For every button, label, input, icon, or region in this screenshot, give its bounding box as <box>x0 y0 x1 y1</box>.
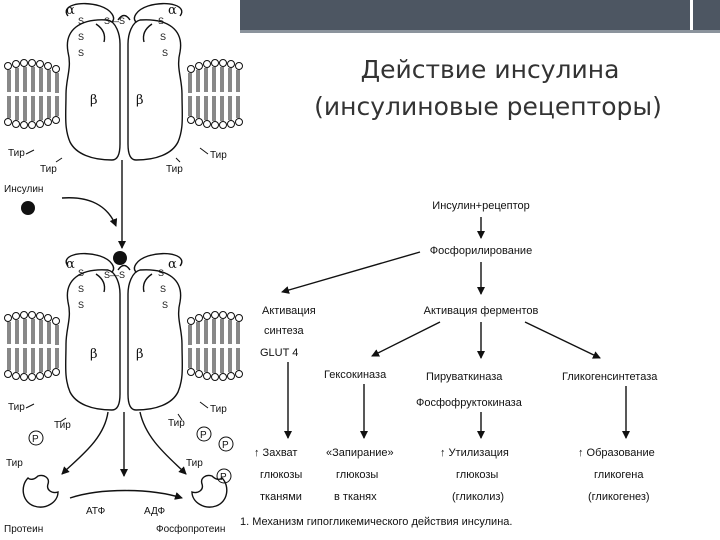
phosphate-icon-2 <box>196 426 212 442</box>
alpha-left-bottom: α <box>66 257 75 272</box>
fc-uptake-1: ↑ Захват <box>254 447 297 459</box>
fc-locking-3: в тканях <box>334 491 377 503</box>
s-bot-3: S <box>78 284 84 294</box>
bound-insulin-icon <box>113 251 127 265</box>
tir-top-3: Тир <box>166 164 183 175</box>
fc-activation-synthesis-2: синтеза <box>264 325 305 337</box>
fc-activation-enzymes: Активация ферментов <box>424 305 539 317</box>
ss-top-1: S—S <box>104 16 125 26</box>
s-top-2: S <box>158 16 164 26</box>
beta-right-bottom: β <box>136 347 144 362</box>
fc-activation-synthesis-1: Активация <box>262 305 316 317</box>
fc-formation-3: (гликогенез) <box>588 491 650 503</box>
ss-bot-1: S—S <box>104 270 125 280</box>
phosphate-label-4: P <box>220 472 227 483</box>
phosphoprotein-label: Фосфопротеин <box>156 523 225 535</box>
title-bar-fill <box>240 0 720 30</box>
fc-utilization-3: (гликолиз) <box>452 491 504 503</box>
fc-locking-1: «Запирание» <box>326 447 394 459</box>
fc-glycogen-synthetase: Гликогенсинтетаза <box>562 371 658 383</box>
protein-shape-icon <box>22 474 59 508</box>
phosphate-label-1: P <box>32 434 39 445</box>
fc-hexokinase: Гексокиназа <box>324 369 387 381</box>
receptor-bottom: α α S S—S S S S S S β β Тир Тир Тир Тир … <box>4 251 243 508</box>
fc-caption: 1. Механизм гипогликемического действия … <box>240 516 512 528</box>
slide-title-line1: Действие инсулина <box>361 55 620 84</box>
fc-pyruvate-kinase: Пируваткиназа <box>426 371 503 383</box>
protein-label: Протеин <box>4 524 43 535</box>
s-bot-4: S <box>160 284 166 294</box>
insulin-label: Инсулин <box>4 184 43 195</box>
tir-bot-6: Тир <box>186 458 203 469</box>
tir-bot-4: Тир <box>210 404 227 415</box>
membrane-left-bottom <box>4 311 60 381</box>
tir-top-1: Тир <box>8 148 25 159</box>
tir-bot-2: Тир <box>54 420 71 431</box>
s-top-1: S <box>78 16 84 26</box>
alpha-left-top: α <box>66 3 75 18</box>
title-bar-line <box>240 30 720 33</box>
phosphate-icon-1 <box>28 430 44 446</box>
receptor-body-top <box>64 2 184 161</box>
adp-label: АДФ <box>144 506 166 517</box>
tir-bot-3: Тир <box>168 418 185 429</box>
fc-utilization-1: ↑ Утилизация <box>440 447 509 459</box>
receptor-top: α α S S—S S S S S S β β Тир Тир Тир Тир <box>4 2 243 175</box>
fc-uptake-2: глюкозы <box>260 469 302 481</box>
tir-bot-1: Тир <box>8 402 25 413</box>
s-top-3: S <box>78 32 84 42</box>
beta-right-top: β <box>136 93 144 108</box>
s-top-4: S <box>160 32 166 42</box>
title-bar <box>240 0 720 33</box>
fc-phosphofructokinase: Фосфофруктокиназа <box>416 397 523 409</box>
fc-locking-2: глюкозы <box>336 469 378 481</box>
insulin-binding-arrow <box>61 197 118 227</box>
phosphate-icon-3 <box>218 436 234 452</box>
fc-formation-1: ↑ Образование <box>578 447 655 459</box>
s-top-5: S <box>78 48 84 58</box>
membrane-left-top <box>4 59 60 129</box>
fc-activation-synthesis-3: GLUT 4 <box>260 347 298 359</box>
s-bot-1: S <box>78 268 84 278</box>
tir-top-4: Тир <box>210 150 227 161</box>
flowchart: Инсулин+рецептор Фосфорилирование Актива… <box>240 200 658 528</box>
fc-formation-2: гликогена <box>594 469 644 481</box>
beta-left-top: β <box>90 93 98 108</box>
s-bot-2: S <box>158 268 164 278</box>
alpha-right-top: α <box>168 3 177 18</box>
slide-title-line2: (инсулиновые рецепторы) <box>314 92 662 121</box>
s-bot-5: S <box>78 300 84 310</box>
phosphate-label-3: P <box>222 440 229 451</box>
s-top-6: S <box>162 48 168 58</box>
phosphate-label-2: P <box>200 430 207 441</box>
phosphorylation-arrow <box>69 489 183 500</box>
tir-top-2: Тир <box>40 164 57 175</box>
membrane-right-top <box>187 59 243 129</box>
s-bot-6: S <box>162 300 168 310</box>
alpha-right-bottom: α <box>168 257 177 272</box>
tir-bot-5: Тир <box>6 458 23 469</box>
phosphoprotein-shape-icon <box>191 474 228 508</box>
fc-utilization-2: глюкозы <box>456 469 498 481</box>
membrane-right-bottom <box>187 311 243 381</box>
beta-left-bottom: β <box>90 347 98 362</box>
phosphate-icon-4 <box>216 468 232 484</box>
fc-insulin-receptor: Инсулин+рецептор <box>432 200 529 212</box>
fc-phosphorylation: Фосфорилирование <box>430 245 532 257</box>
atp-label: АТФ <box>86 506 106 517</box>
title-bar-divider <box>690 0 693 30</box>
fc-uptake-3: тканями <box>260 491 302 503</box>
insulin-molecule-icon <box>21 201 35 215</box>
